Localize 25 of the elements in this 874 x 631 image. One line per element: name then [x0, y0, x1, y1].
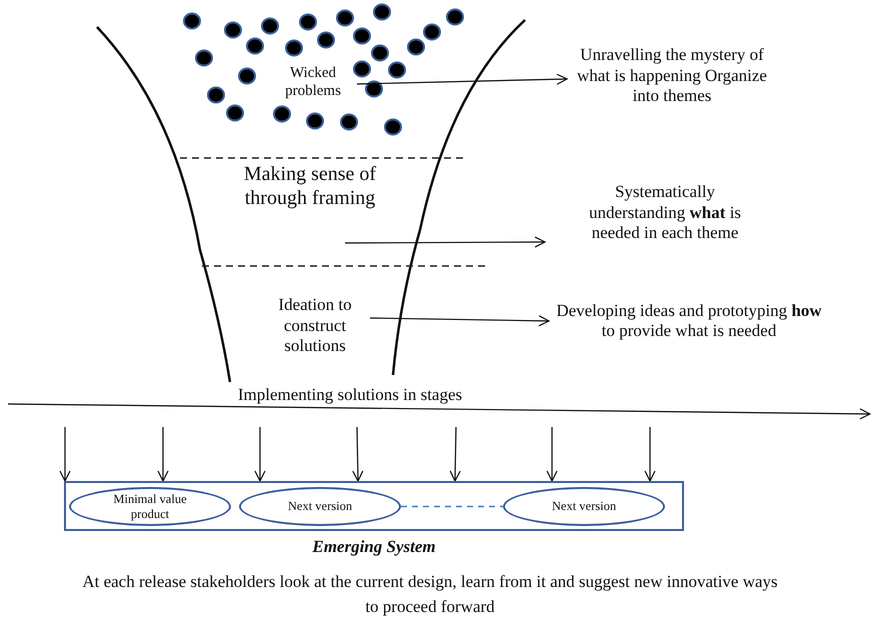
- version-label: Next version: [288, 499, 352, 514]
- arrow: [370, 315, 550, 326]
- stage-text: Unravelling the mystery of what is happening Organize into themes: [576, 45, 768, 107]
- arrow: [450, 426, 461, 482]
- arrow: [345, 236, 546, 248]
- arrow: [59, 427, 71, 482]
- frame-caption: Emerging System: [311, 537, 437, 558]
- dashed-connector: [401, 506, 503, 508]
- stage-text: Ideation to construct solutions: [277, 295, 353, 357]
- arrow: [352, 426, 364, 482]
- version-ellipse: [503, 487, 665, 526]
- stage-text: Developing ideas and prototyping how to provide what is needed: [555, 300, 823, 342]
- timeline-label: Implementing solutions in stages: [236, 384, 464, 406]
- arrow: [644, 427, 656, 482]
- version-label: Next version: [552, 499, 616, 514]
- version-ellipse: [69, 487, 231, 526]
- arrow: [546, 427, 558, 482]
- version-ellipse: [239, 487, 401, 526]
- stage-text: Making sense of through framing: [242, 162, 378, 210]
- note-text: At each release stakeholders look at the current design, learn from it and suggest new innovative ways to proceed forward: [81, 571, 779, 618]
- arrow: [254, 427, 266, 482]
- version-label: Minimal value product: [112, 492, 188, 522]
- stage-text: Wicked problems: [284, 64, 342, 100]
- stage-text: Systematically understanding what is needed in each theme: [588, 182, 742, 244]
- arrow: [157, 427, 169, 482]
